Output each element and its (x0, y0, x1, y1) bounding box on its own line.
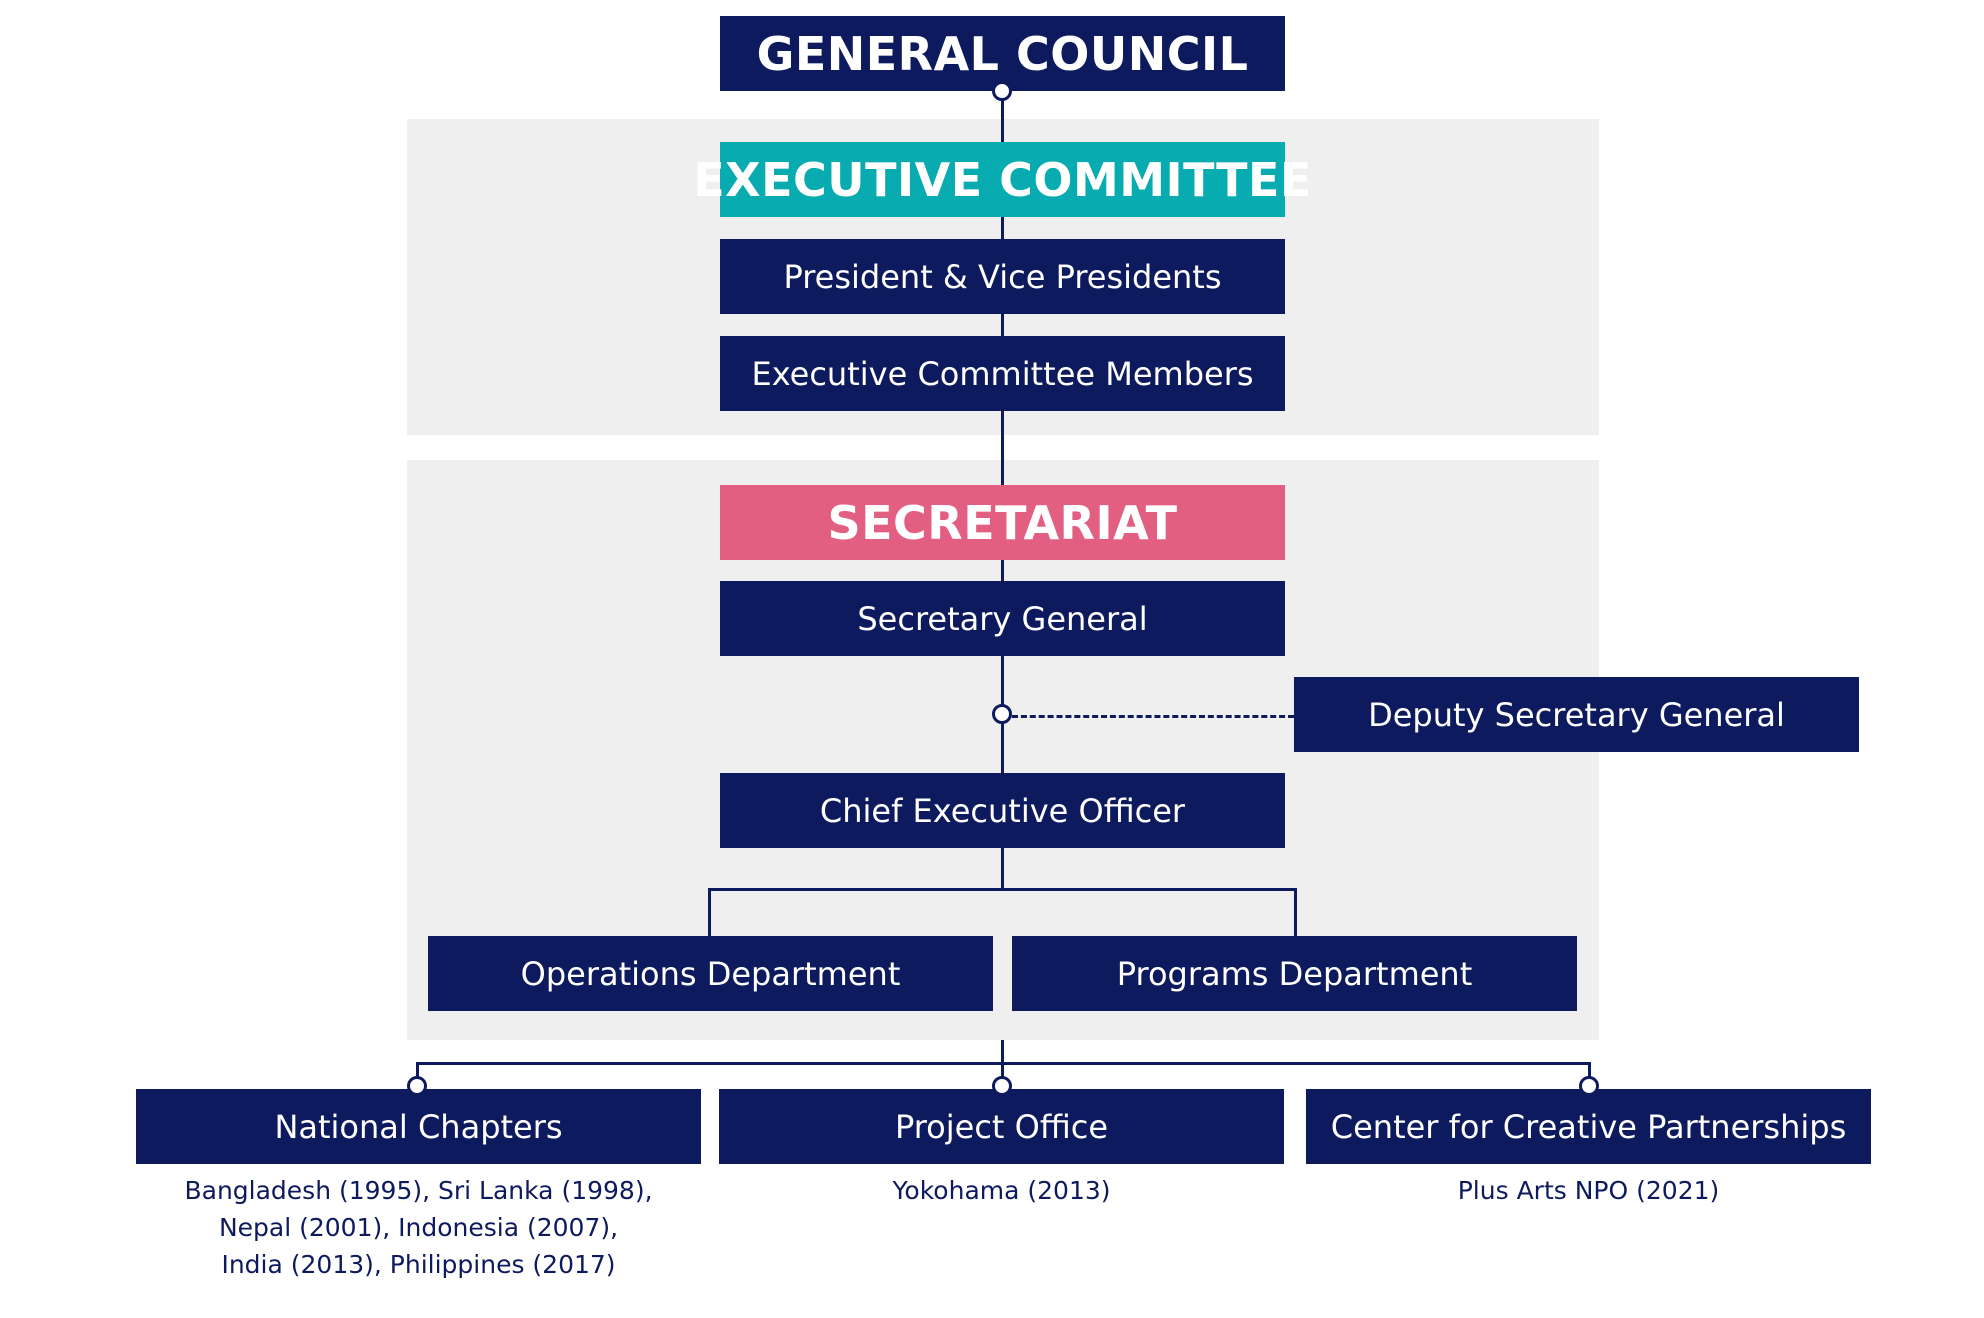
national-chapters-note-line: Nepal (2001), Indonesia (2007), (218, 1213, 619, 1242)
connector-to-operations (708, 888, 711, 936)
junction-node (992, 81, 1012, 101)
secretary-general-box: Secretary General (720, 581, 1285, 656)
national-chapters-note-line: India (2013), Philippines (2017) (221, 1250, 616, 1279)
operations-department-box: Operations Department (428, 936, 993, 1011)
secretariat-box: SECRETARIAT (720, 485, 1285, 560)
junction-node (992, 1076, 1012, 1096)
chief-executive-officer-box: Chief Executive Officer (720, 773, 1285, 848)
national-chapters-box: National Chapters (136, 1089, 701, 1164)
junction-node (992, 704, 1012, 724)
junction-node (407, 1076, 427, 1096)
connector-bottom-horizontal (416, 1062, 1591, 1065)
executive-committee-members-box: Executive Committee Members (720, 336, 1285, 411)
programs-department-box: Programs Department (1012, 936, 1577, 1011)
general-council-box: GENERAL COUNCIL (720, 16, 1285, 91)
connector-executive-to-secretariat (1001, 410, 1004, 490)
connector-departments-horizontal (708, 888, 1297, 891)
center-for-creative-partnerships-note: Plus Arts NPO (2021) (1457, 1176, 1720, 1205)
junction-node (1579, 1076, 1599, 1096)
president-vice-presidents-box: President & Vice Presidents (720, 239, 1285, 314)
center-for-creative-partnerships-box: Center for Creative Partnerships (1306, 1089, 1871, 1164)
national-chapters-note: Bangladesh (1995), Sri Lanka (1998), Nep… (136, 1172, 701, 1283)
connector-council-to-executive (1001, 92, 1004, 142)
dashed-connector-deputy (1012, 715, 1294, 718)
connector-ceo-down (1001, 846, 1004, 889)
deputy-secretary-general-box: Deputy Secretary General (1294, 677, 1859, 752)
project-office-note: Yokohama (2013) (892, 1176, 1111, 1205)
connector-to-programs (1294, 888, 1297, 936)
project-office-box: Project Office (719, 1089, 1284, 1164)
executive-committee-box: EXECUTIVE COMMITTEE (693, 142, 1311, 217)
national-chapters-note-line: Bangladesh (1995), Sri Lanka (1998), (184, 1176, 653, 1205)
connector-secretariat-to-secretary-general (1001, 560, 1004, 582)
